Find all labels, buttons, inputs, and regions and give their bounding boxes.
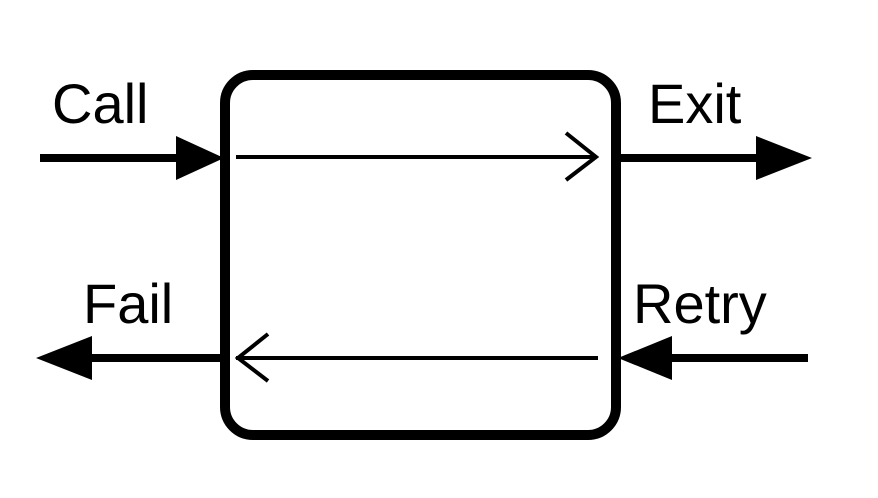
fail-arrow <box>36 336 222 380</box>
retry-arrow <box>618 336 808 380</box>
procedure-box <box>220 70 621 440</box>
exit-arrow <box>620 136 812 180</box>
call-label: Call <box>52 72 149 135</box>
exit-label: Exit <box>648 72 742 135</box>
fail-label: Fail <box>83 272 174 335</box>
internal-forward-arrow <box>236 131 600 182</box>
call-arrow <box>40 136 224 180</box>
internal-backward-arrow <box>234 332 598 383</box>
retry-label: Retry <box>633 272 767 335</box>
